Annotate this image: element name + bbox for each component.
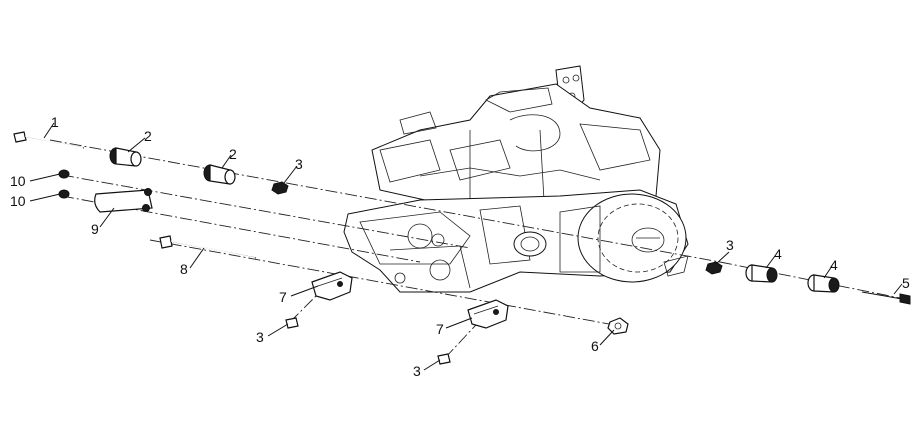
nut-part-3a xyxy=(271,181,289,195)
callout-labels: 1 2 2 3 10 10 9 8 7 3 7 3 6 3 4 4 5 xyxy=(10,114,910,379)
callout-3d: 3 xyxy=(413,363,421,379)
flange-nut-part-6 xyxy=(607,317,629,335)
callout-4b: 4 xyxy=(830,257,838,273)
bushing-part-2b xyxy=(203,164,236,185)
bushing-part-4b xyxy=(807,274,840,293)
callout-3c: 3 xyxy=(256,329,264,345)
callout-6: 6 xyxy=(591,338,599,354)
strap-part-9 xyxy=(94,188,153,213)
bushing-part-2a xyxy=(109,147,142,167)
nut-part-3c xyxy=(285,317,299,329)
callout-3a: 3 xyxy=(295,156,303,172)
callout-4a: 4 xyxy=(774,246,782,262)
callout-2b: 2 xyxy=(229,146,237,162)
callout-7a: 7 xyxy=(279,289,287,305)
callout-5: 5 xyxy=(902,275,910,291)
bolt-short-part-5 xyxy=(861,291,911,305)
bolt-long-part-1 xyxy=(13,131,85,149)
callout-3b: 3 xyxy=(726,237,734,253)
bracket-part-7b xyxy=(467,299,509,329)
bracket-part-7a xyxy=(311,271,353,301)
engine-assembly xyxy=(343,65,689,293)
callout-10b: 10 xyxy=(10,193,26,209)
nut-part-10b xyxy=(58,189,70,199)
callout-9: 9 xyxy=(91,221,99,237)
callout-8: 8 xyxy=(180,261,188,277)
leader-lines xyxy=(29,122,903,371)
callout-2a: 2 xyxy=(144,128,152,144)
callout-7b: 7 xyxy=(436,321,444,337)
bushing-part-4a xyxy=(745,264,778,283)
nut-part-3b xyxy=(705,261,723,275)
bolt-long-part-8 xyxy=(159,235,257,259)
nut-part-3d xyxy=(437,353,451,365)
callout-1: 1 xyxy=(51,114,59,130)
nut-part-10a xyxy=(58,169,70,179)
callout-10a: 10 xyxy=(10,173,26,189)
